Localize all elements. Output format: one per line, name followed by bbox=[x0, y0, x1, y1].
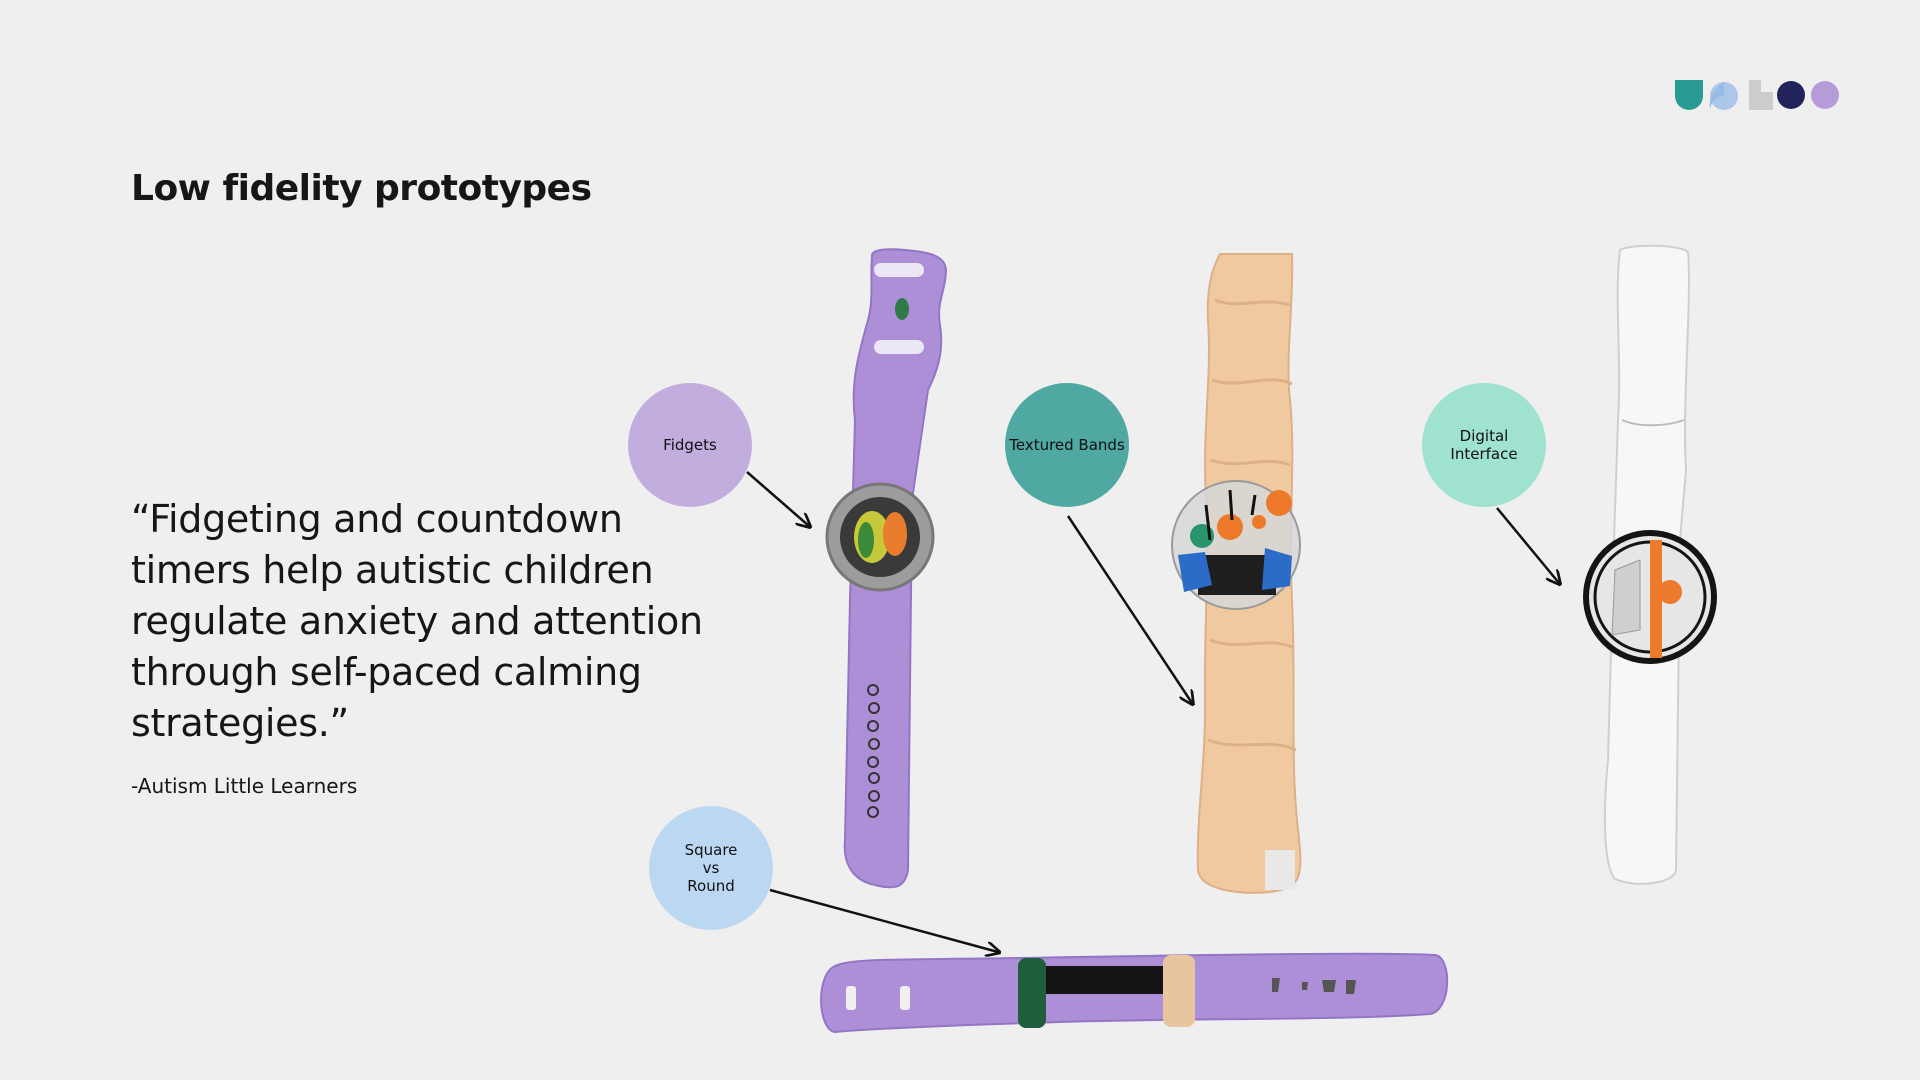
square-vs-round-bubble: Square vs Round bbox=[649, 806, 773, 930]
textured-bands-label: Textured Bands bbox=[1009, 436, 1125, 454]
quote-source: -Autism Little Learners bbox=[131, 774, 358, 798]
fidgets-bubble: Fidgets bbox=[628, 383, 752, 507]
square-vs-round-arrow bbox=[769, 888, 998, 952]
fidgets-label: Fidgets bbox=[663, 436, 717, 454]
navy-circle-logo bbox=[1777, 81, 1805, 109]
digital-interface-bubble: Digital Interface bbox=[1422, 383, 1546, 507]
digital-interface-arrow bbox=[1496, 507, 1559, 583]
lavender-circle-logo bbox=[1811, 81, 1839, 109]
brand-logo bbox=[1675, 80, 1839, 110]
fidgets-arrow bbox=[746, 471, 809, 526]
square-vs-round-label: Square vs Round bbox=[684, 841, 738, 895]
digital-interface-label: Digital Interface bbox=[1450, 427, 1518, 463]
gray-block-logo bbox=[1749, 80, 1773, 110]
digital-watch-prototype bbox=[1583, 244, 1717, 885]
textured-bands-arrow bbox=[1066, 515, 1192, 703]
slide-title: Low fidelity prototypes bbox=[131, 168, 592, 209]
textured-bands-bubble: Textured Bands bbox=[1005, 383, 1129, 507]
square-band-prototype bbox=[820, 952, 1449, 1034]
textured-watch-prototype bbox=[1171, 253, 1302, 894]
fidget-watch-prototype bbox=[825, 248, 948, 889]
quote-text: “Fidgeting and countdown timers help aut… bbox=[131, 497, 703, 745]
teal-shield-logo bbox=[1675, 80, 1703, 110]
